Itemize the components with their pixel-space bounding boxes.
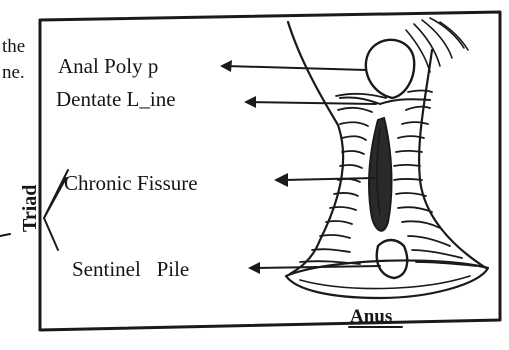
arrow-chronic-fissure: [284, 178, 374, 180]
arrowhead-anal-polyp: [220, 60, 232, 72]
arrow-sentinel-pile: [256, 266, 380, 268]
arrow-dentate-line: [250, 102, 376, 104]
anal-verge-inner: [300, 276, 470, 289]
sentinel-pile-label: Sentinel Pile: [72, 257, 189, 281]
canal-left-wall: [288, 22, 343, 274]
left-edge-mark: [0, 234, 10, 236]
fragment-text-ne: ne.: [2, 62, 25, 83]
anal-polyp: [366, 40, 414, 98]
arrowhead-chronic-fissure: [274, 173, 288, 187]
fragment-text-the: the: [2, 36, 25, 57]
arrowhead-sentinel-pile: [248, 262, 260, 274]
leader-arrows: [220, 60, 380, 274]
dentate-line-label: Dentate L_ine: [56, 87, 176, 111]
triad-label: Triad: [19, 185, 41, 232]
sentinel-pile: [377, 240, 407, 278]
arrow-anal-polyp: [226, 66, 366, 70]
anal-polyp-label: Anal Poly p: [58, 54, 158, 78]
arrowhead-dentate-line: [244, 96, 256, 108]
anus-label: Anus: [350, 306, 392, 327]
chronic-fissure-label: Chronic Fissure: [64, 171, 198, 195]
canal-right-wall: [419, 50, 486, 268]
